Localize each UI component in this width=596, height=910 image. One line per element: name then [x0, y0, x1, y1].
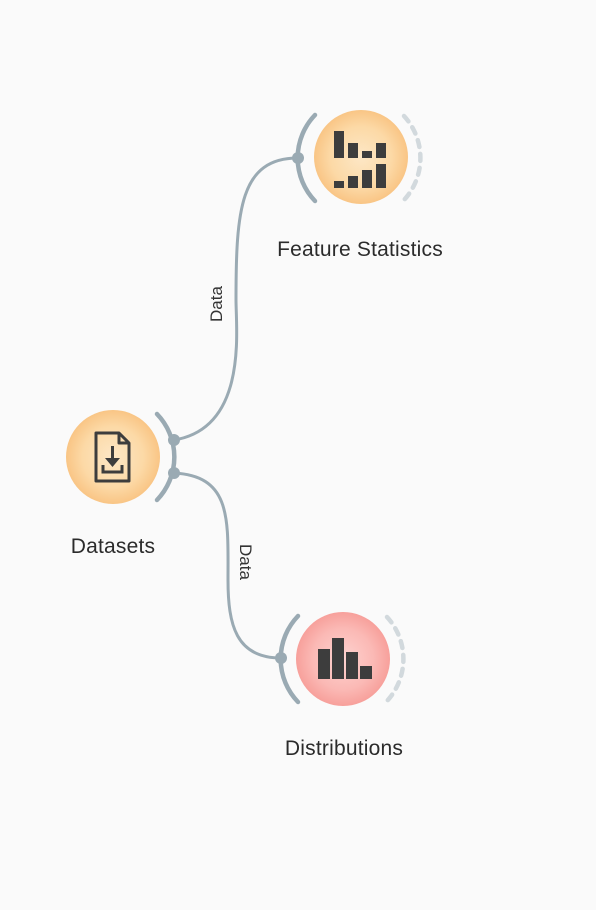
input-dot[interactable]: [292, 152, 304, 164]
bar-chart-icon: [318, 638, 372, 679]
feature-statistics-icon: [334, 131, 386, 188]
output-anchor-inactive[interactable]: [401, 113, 423, 203]
file-download-icon: [94, 431, 131, 483]
link-datasets-distributions[interactable]: Data: [173, 471, 282, 660]
node-label: Distributions: [285, 737, 403, 760]
node-distributions[interactable]: Distributions: [275, 612, 406, 760]
output-dot[interactable]: [168, 434, 180, 446]
link-datasets-feature-statistics[interactable]: Data: [173, 156, 299, 442]
node-label: Feature Statistics: [277, 238, 443, 261]
link-path[interactable]: [173, 156, 299, 442]
output-anchor[interactable]: [154, 411, 177, 503]
link-path[interactable]: [173, 471, 282, 660]
node-label: Datasets: [71, 535, 155, 558]
output-dot[interactable]: [168, 467, 180, 479]
node-circle[interactable]: [314, 110, 408, 204]
input-dot[interactable]: [275, 652, 287, 664]
link-label: Data: [207, 286, 226, 322]
node-datasets[interactable]: Datasets: [66, 410, 180, 558]
output-anchor-inactive[interactable]: [384, 614, 406, 704]
link-label: Data: [236, 544, 255, 580]
node-feature-statistics[interactable]: Feature Statistics: [277, 110, 443, 261]
